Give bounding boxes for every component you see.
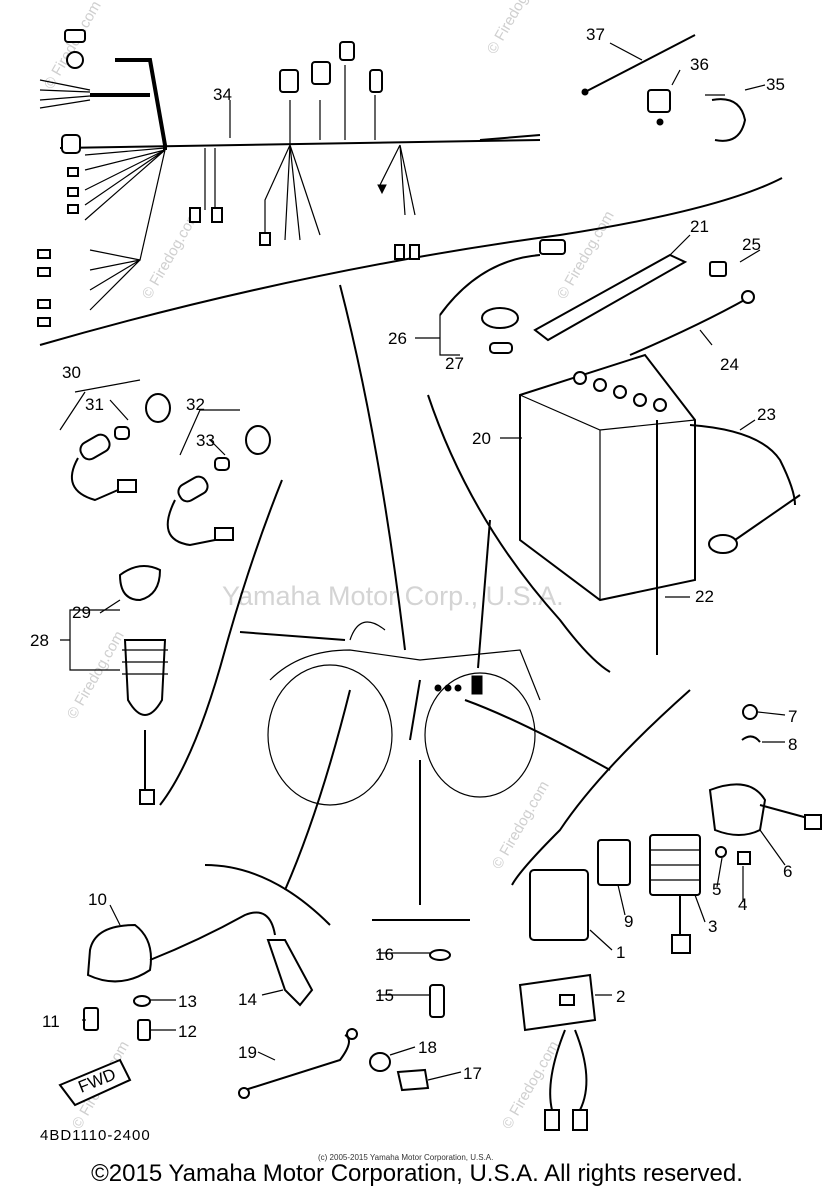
callout-13: 13 bbox=[178, 992, 197, 1011]
starter-relay bbox=[708, 783, 822, 836]
callout-32: 32 bbox=[186, 395, 205, 414]
callout-25: 25 bbox=[742, 235, 761, 254]
battery-cable-negative bbox=[629, 290, 755, 356]
callout-30: 30 bbox=[62, 363, 81, 382]
ignition-coil bbox=[86, 911, 276, 983]
callout-6: 6 bbox=[783, 862, 792, 881]
tie-strap bbox=[581, 34, 696, 96]
callout-19: 19 bbox=[238, 1043, 257, 1062]
leader-lines bbox=[239, 284, 611, 905]
callout-7: 7 bbox=[788, 707, 797, 726]
callout-10: 10 bbox=[88, 890, 107, 909]
callout-24: 24 bbox=[720, 355, 739, 374]
cdi-unit bbox=[518, 869, 597, 1131]
callout-33: 33 bbox=[196, 431, 215, 450]
callout-21: 21 bbox=[690, 217, 709, 236]
watermark: © Firedog.com bbox=[64, 628, 128, 722]
callout-16: 16 bbox=[375, 945, 394, 964]
nut bbox=[715, 704, 761, 865]
callout-12: 12 bbox=[178, 1022, 197, 1041]
section-dividers bbox=[39, 177, 783, 926]
bolt bbox=[83, 995, 151, 1041]
connector bbox=[37, 29, 420, 327]
callout-17: 17 bbox=[463, 1064, 482, 1083]
battery bbox=[519, 353, 696, 655]
diagram-code: 4BD1110-2400 bbox=[40, 1127, 151, 1144]
ignition-coil bbox=[118, 565, 168, 805]
relay bbox=[597, 839, 631, 886]
motorcycle-outline bbox=[267, 621, 541, 806]
callout-11: 11 bbox=[42, 1012, 60, 1031]
callout-15: 15 bbox=[375, 986, 394, 1005]
holder bbox=[647, 89, 671, 126]
callout-2: 2 bbox=[616, 987, 625, 1006]
callout-labels: 1 2 3 4 5 6 7 8 9 10 11 12 13 14 15 16 1… bbox=[30, 25, 797, 1083]
callout-35: 35 bbox=[766, 75, 785, 94]
callout-34: 34 bbox=[213, 85, 232, 104]
fuse bbox=[489, 342, 513, 354]
small-copyright: (c) 2005-2015 Yamaha Motor Corporation, … bbox=[318, 1153, 493, 1162]
callout-26: 26 bbox=[388, 329, 407, 348]
footer-copyright: ©2015 Yamaha Motor Corporation, U.S.A. A… bbox=[91, 1160, 743, 1187]
clamp bbox=[705, 94, 747, 142]
callout-4: 4 bbox=[738, 895, 747, 914]
switch bbox=[369, 1052, 430, 1092]
callout-20: 20 bbox=[472, 429, 491, 448]
callout-37: 37 bbox=[586, 25, 605, 44]
watermark: © Firedog.com bbox=[41, 0, 105, 92]
callout-36: 36 bbox=[690, 55, 709, 74]
callout-28: 28 bbox=[30, 631, 49, 650]
callout-27: 27 bbox=[445, 354, 464, 373]
battery-band bbox=[533, 253, 688, 342]
center-watermark: Yamaha Motor Corp., U.S.A. bbox=[222, 581, 564, 611]
callout-8: 8 bbox=[788, 735, 797, 754]
watermark: © Firedog.com bbox=[554, 208, 618, 302]
callout-5: 5 bbox=[712, 880, 721, 899]
callout-18: 18 bbox=[418, 1038, 437, 1057]
plug-cap-assembly bbox=[166, 425, 271, 547]
lead-wire bbox=[238, 1028, 358, 1099]
battery-cable-positive bbox=[689, 424, 801, 554]
plug-cap-assembly bbox=[70, 393, 171, 502]
neutral-switch bbox=[429, 949, 451, 1018]
callout-23: 23 bbox=[757, 405, 776, 424]
fuse-holder bbox=[439, 239, 566, 329]
callout-1: 1 bbox=[616, 943, 625, 962]
callout-3: 3 bbox=[708, 917, 717, 936]
callout-14: 14 bbox=[238, 990, 257, 1009]
spark-plug-lead bbox=[266, 939, 314, 1007]
callout-22: 22 bbox=[695, 587, 714, 606]
watermark: © Firedog.com bbox=[484, 0, 548, 57]
watermark: © Firedog.com bbox=[489, 778, 553, 872]
callout-9: 9 bbox=[624, 912, 633, 931]
callout-31: 31 bbox=[85, 395, 104, 414]
callout-29: 29 bbox=[72, 603, 91, 622]
bolt bbox=[709, 261, 727, 277]
wire-harness bbox=[37, 29, 541, 327]
rectifier-regulator bbox=[649, 834, 701, 954]
callout-leaders bbox=[59, 42, 786, 1081]
